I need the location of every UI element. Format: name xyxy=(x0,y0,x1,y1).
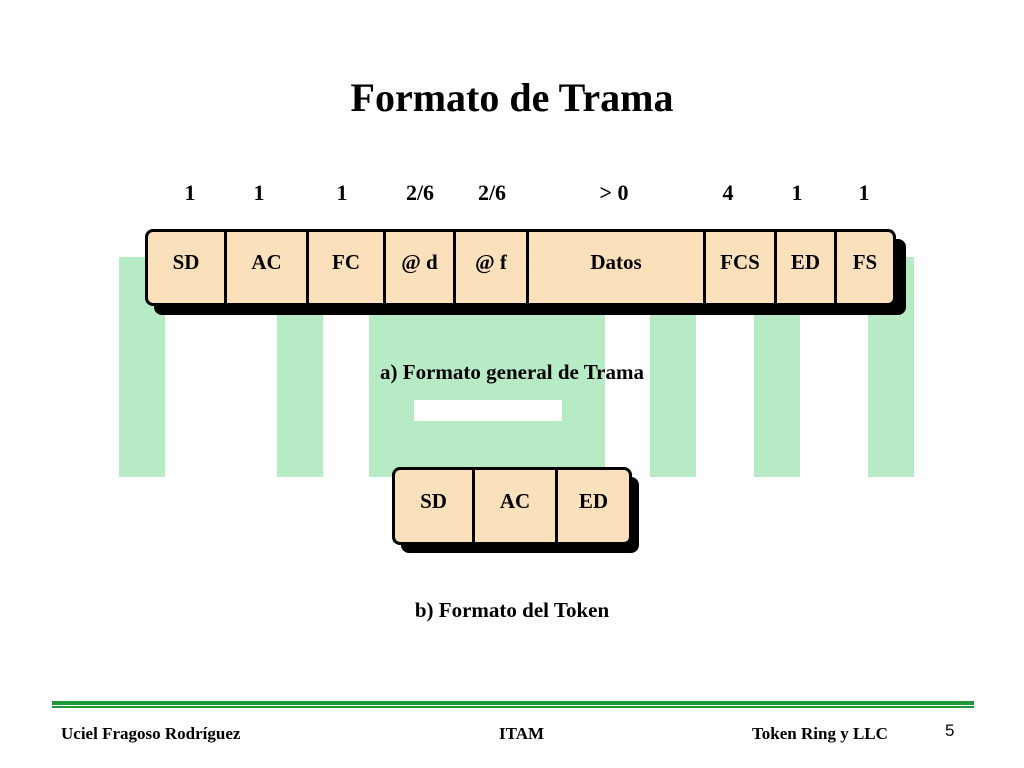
field-size: > 0 xyxy=(599,180,629,205)
field-size: 1 xyxy=(858,180,870,205)
token-field-ed: ED xyxy=(555,470,629,542)
field-size: 1 xyxy=(253,180,265,205)
field-source-address: @ f xyxy=(453,232,526,303)
field-ed: ED xyxy=(774,232,834,303)
token-frame: SD AC ED xyxy=(392,467,632,545)
field-size: 2/6 xyxy=(405,180,435,205)
field-size: 1 xyxy=(791,180,803,205)
footer-rule-thin xyxy=(52,706,974,708)
field-fc: FC xyxy=(306,232,383,303)
footer-author: Uciel Fragoso Rodríguez xyxy=(61,724,241,743)
field-size: 4 xyxy=(722,180,734,205)
field-data: Datos xyxy=(526,232,703,303)
footer-institution: ITAM xyxy=(499,724,545,743)
field-dest-address: @ d xyxy=(383,232,453,303)
token-field-sd: SD xyxy=(420,488,447,513)
field-ac: AC xyxy=(224,232,306,303)
field-size: 1 xyxy=(184,180,196,205)
watermark-block xyxy=(369,315,605,477)
token-frame-caption: b) Formato del Token xyxy=(414,598,610,622)
field-size: 1 xyxy=(336,180,348,205)
general-frame-caption: a) Formato general de Trama xyxy=(380,360,644,384)
page-title: Formato de Trama xyxy=(350,75,674,120)
field-size: 2/6 xyxy=(477,180,507,205)
token-field-ac: AC xyxy=(472,470,555,542)
footer-topic: Token Ring y LLC xyxy=(752,724,888,743)
watermark-hole xyxy=(414,400,562,421)
field-fs: FS xyxy=(834,232,893,303)
general-frame: SD AC FC @ d @ f Datos FCS ED FS xyxy=(145,229,896,306)
field-fcs: FCS xyxy=(703,232,774,303)
footer-rule xyxy=(52,701,974,705)
field-sd: SD xyxy=(172,250,200,274)
page-number: 5 xyxy=(945,721,955,740)
